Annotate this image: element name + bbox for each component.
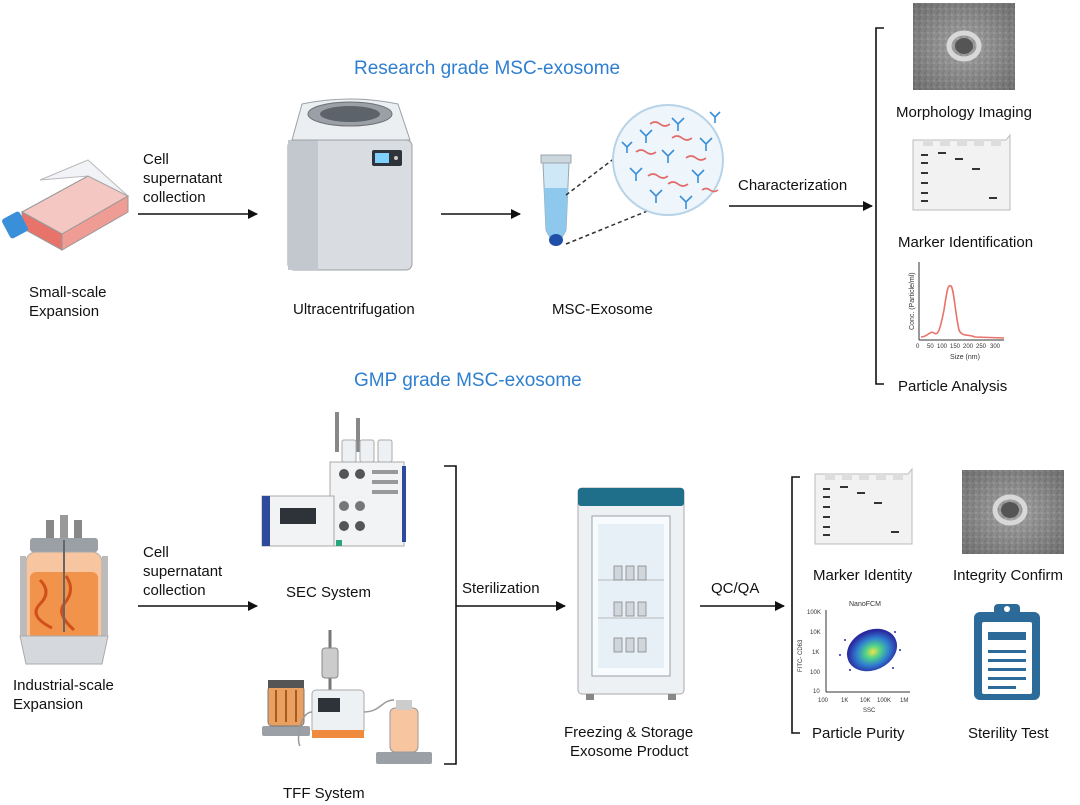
nanofcm-plot: NanoFCM FITC- CD63 100K 10K 1K 100 10 10…	[798, 601, 910, 714]
nta-tick-150: 150	[950, 344, 961, 350]
flow-ytick-2: 1K	[812, 650, 819, 656]
nta-plot: Conc. (Particle/ml) 0 50 100 150 200 250…	[909, 262, 1005, 361]
nta-tick-200: 200	[963, 344, 974, 350]
gel-image-research	[912, 133, 1011, 211]
culture-flask-icon	[2, 159, 130, 251]
flow-ytick-3: 100	[810, 670, 821, 676]
nta-tick-0: 0	[916, 344, 920, 350]
freezer-icon	[577, 487, 685, 700]
gmp-bracket	[444, 465, 457, 765]
flow-xtick-3: 100K	[877, 698, 891, 704]
gmp-arrow-label-2: supernatant	[143, 563, 223, 580]
flow-xtick-4: 1M	[900, 698, 908, 704]
gel-image-gmp	[814, 467, 913, 545]
research-arrow-label-2: supernatant	[143, 170, 223, 187]
marker-identity-label: Marker Identity	[813, 567, 913, 584]
nta-tick-50: 50	[927, 344, 934, 350]
flow-ytick-0: 100K	[807, 610, 821, 616]
particle-analysis-label: Particle Analysis	[898, 378, 1007, 395]
flow-ytick-1: 10K	[810, 630, 821, 636]
tff-system-icon	[262, 630, 432, 764]
nta-tick-250: 250	[976, 344, 987, 350]
tff-system-label: TFF System	[283, 785, 365, 802]
sterility-test-label: Sterility Test	[968, 725, 1049, 742]
sec-system-label: SEC System	[286, 584, 371, 601]
particle-purity-label: Particle Purity	[812, 725, 905, 742]
sec-system-icon	[261, 412, 406, 547]
sterilization-label: Sterilization	[462, 580, 540, 597]
nta-xlabel: Size (nm)	[950, 354, 980, 361]
freezing-storage-label: Freezing & Storage	[564, 724, 693, 741]
characterization-label: Characterization	[738, 177, 847, 194]
integrity-confirm-label: Integrity Confirm	[953, 567, 1063, 584]
flow-xtick-1: 1K	[841, 698, 848, 704]
ultracentrifuge-icon	[287, 98, 413, 271]
nanofcm-title: NanoFCM	[849, 601, 881, 608]
exosome-tube-icon	[540, 154, 572, 246]
gmp-arrow-label-3: collection	[143, 582, 206, 599]
em-image-research	[913, 3, 1015, 90]
gmp-title: GMP grade MSC-exosome	[354, 370, 582, 391]
morphology-imaging-label: Morphology Imaging	[896, 104, 1032, 121]
flow-ytick-4: 10	[813, 689, 820, 695]
nta-tick-100: 100	[937, 344, 948, 350]
clipboard-icon	[974, 604, 1040, 700]
bioreactor-icon	[19, 515, 109, 665]
flow-xlabel: SSC	[863, 708, 876, 714]
flow-xtick-2: 10K	[860, 698, 871, 704]
qc-bracket	[791, 476, 800, 734]
industrial-scale-label-1: Industrial-scale	[13, 677, 114, 694]
flow-ylabel: FITC- CD63	[798, 639, 804, 672]
nta-ylabel: Conc. (Particle/ml)	[909, 272, 916, 330]
nta-tick-300: 300	[990, 344, 1001, 350]
research-title: Research grade MSC-exosome	[354, 58, 620, 79]
exosome-magnified-icon	[612, 104, 724, 216]
flow-xtick-0: 100	[818, 698, 829, 704]
gmp-arrow-label-1: Cell	[143, 544, 169, 561]
qc-qa-label: QC/QA	[711, 580, 759, 597]
ultracentrifugation-label: Ultracentrifugation	[293, 301, 415, 318]
marker-identification-label: Marker Identification	[898, 234, 1033, 251]
research-bracket	[875, 27, 884, 385]
zoom-line-bottom	[565, 209, 651, 245]
msc-exosome-label: MSC-Exosome	[552, 301, 653, 318]
exosome-product-label: Exosome Product	[570, 743, 689, 760]
em-image-gmp	[962, 470, 1064, 554]
research-arrow-label-3: collection	[143, 189, 206, 206]
small-scale-label-2: Expansion	[29, 303, 99, 320]
small-scale-label-1: Small-scale	[29, 284, 107, 301]
research-arrow-label-1: Cell	[143, 151, 169, 168]
industrial-scale-label-2: Expansion	[13, 696, 83, 713]
